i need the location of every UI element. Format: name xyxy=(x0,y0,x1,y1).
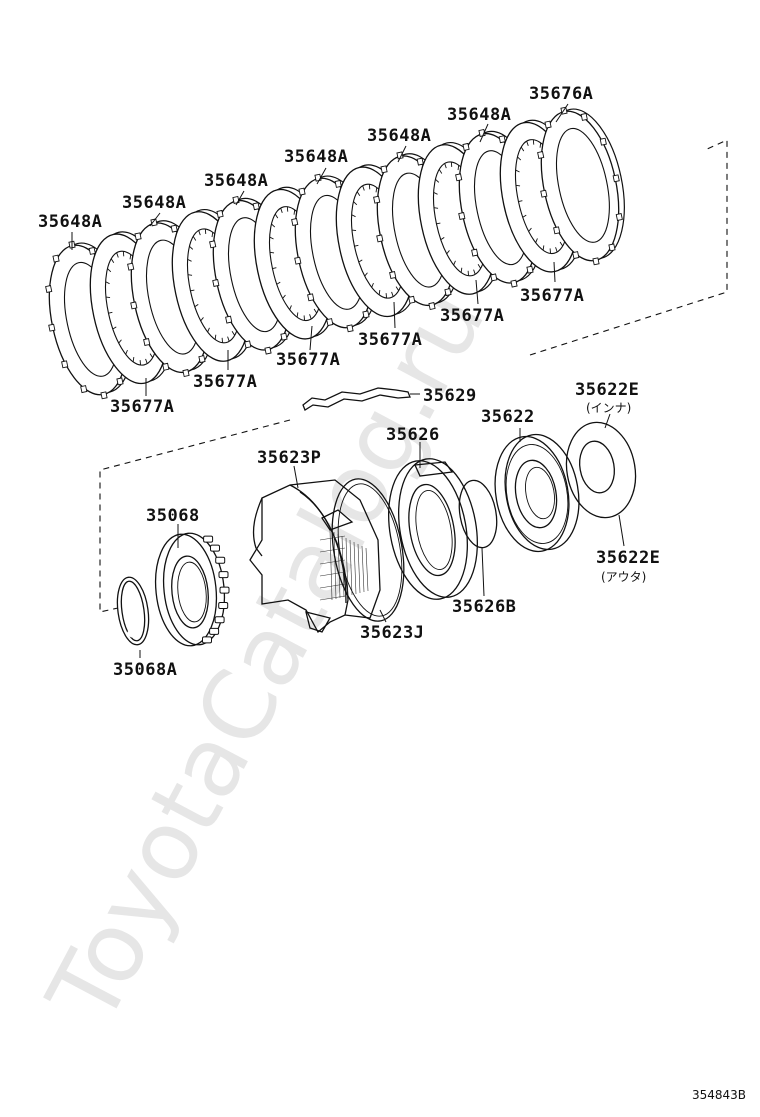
label-35622E-outer-sub: (アウタ) xyxy=(601,570,646,584)
hub-roller xyxy=(218,602,229,609)
figure-code: 354843B xyxy=(692,1088,746,1102)
label-35677A-4: 35677A xyxy=(358,330,422,350)
part-35622E-seals xyxy=(565,421,637,519)
label-35648A-2: 35648A xyxy=(122,193,186,213)
label-35623J: 35623J xyxy=(360,623,424,643)
label-35626: 35626 xyxy=(386,425,440,445)
label-35648A-5: 35648A xyxy=(367,126,431,146)
clutch-plate-steel xyxy=(537,106,625,266)
clutch-pack xyxy=(45,106,625,400)
label-35676A: 35676A xyxy=(529,84,593,104)
part-35623J-seal xyxy=(331,478,405,622)
hub-roller xyxy=(203,535,214,543)
label-35622E-inner-sub: (インナ) xyxy=(586,401,631,415)
label-35629: 35629 xyxy=(423,386,477,406)
label-35648A-4: 35648A xyxy=(284,147,348,167)
label-35626B: 35626B xyxy=(452,597,516,617)
hub-rollers xyxy=(202,535,230,644)
label-35677A-1: 35677A xyxy=(110,397,174,417)
leader-lines xyxy=(71,103,625,658)
part-35068A-snap-ring xyxy=(116,576,150,646)
label-35622E-inner: 35622E xyxy=(575,380,639,400)
label-35677A-3: 35677A xyxy=(276,350,340,370)
hub-roller xyxy=(218,571,229,579)
label-35068A: 35068A xyxy=(113,660,177,680)
label-35648A-1: 35648A xyxy=(38,212,102,232)
label-35648A-6: 35648A xyxy=(447,105,511,125)
label-35623P: 35623P xyxy=(257,448,321,468)
part-35068-hub xyxy=(154,532,230,647)
dashed-boundary-right xyxy=(529,139,728,356)
part-35626-piston xyxy=(388,458,478,600)
part-35629-ring xyxy=(302,387,411,411)
part-35622-piston xyxy=(494,433,580,553)
hub-roller xyxy=(219,586,230,594)
label-35677A-6: 35677A xyxy=(520,286,584,306)
label-35677A-5: 35677A xyxy=(440,306,504,326)
label-35068: 35068 xyxy=(146,506,200,526)
hub-roller xyxy=(210,544,220,552)
part-35623P-drum xyxy=(249,479,381,634)
hub-roller xyxy=(214,616,225,624)
part-labels: 35676A 35648A 35648A 35648A 35648A 35648… xyxy=(38,84,660,680)
hub-roller xyxy=(215,556,226,564)
label-35677A-2: 35677A xyxy=(193,372,257,392)
label-35622E-outer: 35622E xyxy=(596,548,660,568)
part-35626B-oring xyxy=(458,479,498,549)
label-35622: 35622 xyxy=(481,407,535,427)
label-35648A-3: 35648A xyxy=(204,171,268,191)
dashed-boundary-left xyxy=(99,419,291,613)
hub-roller xyxy=(202,636,212,644)
hub-roller xyxy=(209,627,220,635)
